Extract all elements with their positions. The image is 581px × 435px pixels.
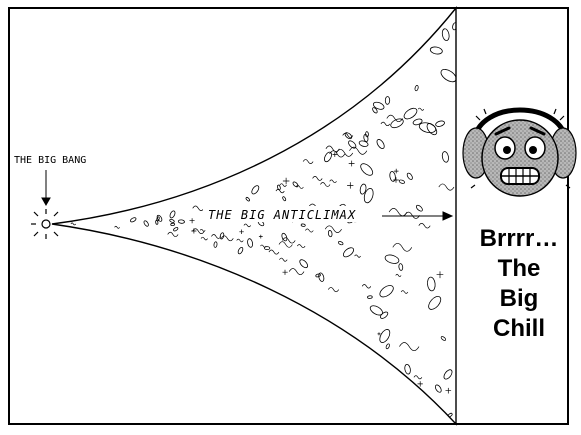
big-bang-label: THE BIG BANG <box>14 155 86 166</box>
chill-line-2: The <box>462 254 576 284</box>
big-bang-arrow <box>42 170 50 205</box>
chill-line-1: Brrrr… <box>462 224 576 254</box>
shivering-face-icon <box>463 109 576 196</box>
anticlimax-label: THE BIG ANTICLIMAX <box>208 208 356 222</box>
chill-line-4: Chill <box>462 314 576 344</box>
chill-line-3: Big <box>462 284 576 314</box>
big-chill-caption: Brrrr… The Big Chill <box>462 224 576 344</box>
